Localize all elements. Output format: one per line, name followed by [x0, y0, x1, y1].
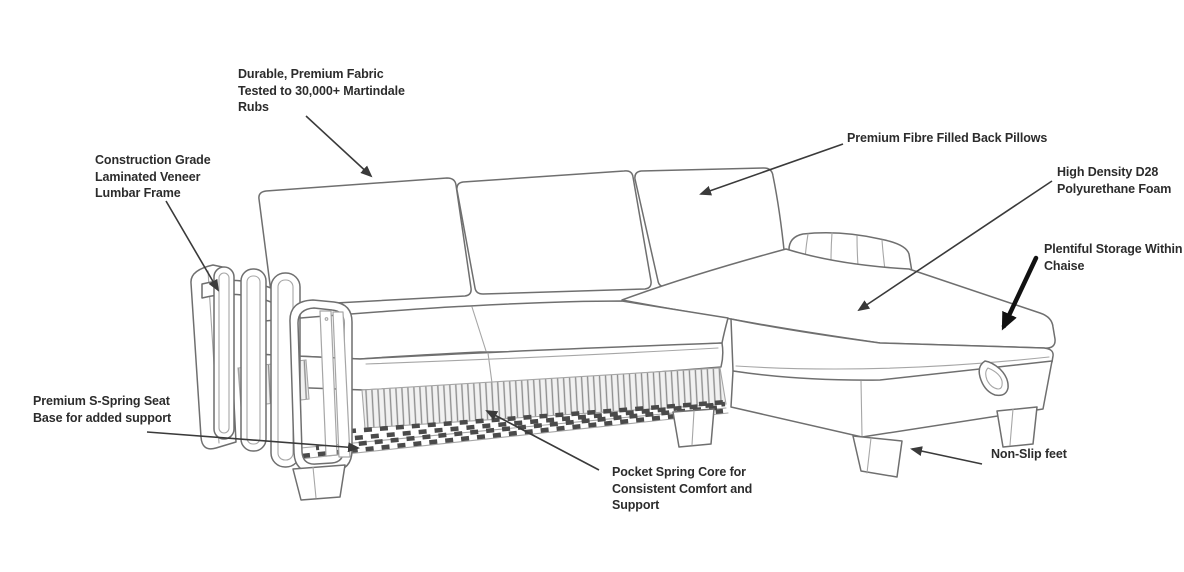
- label-foam: High Density D28 Polyurethane Foam: [1057, 165, 1172, 196]
- label-back-pillows: Premium Fibre Filled Back Pillows: [847, 131, 1048, 145]
- arrow-durable-fabric: [305, 115, 373, 178]
- back-cushions: [258, 167, 787, 307]
- label-pocket-spring: Pocket Spring Core for Consistent Comfor…: [612, 465, 753, 512]
- arrow-foam: [857, 180, 1053, 312]
- label-s-spring: Premium S-Spring Seat Base for added sup…: [33, 394, 172, 425]
- arrow-storage: [1001, 255, 1039, 331]
- arrow-non-slip-feet: [910, 446, 983, 465]
- arrow-pocket-spring: [485, 410, 600, 471]
- frame-rib: [213, 266, 235, 440]
- label-durable-fabric: Durable, Premium Fabric Tested to 30,000…: [238, 67, 405, 114]
- annotation-arrows: [146, 115, 1053, 471]
- chaise: [621, 248, 1056, 438]
- sofa-feet: [292, 406, 1038, 501]
- frame-rib: [240, 268, 267, 452]
- seat-cushions: [251, 300, 729, 391]
- arrow-lumbar-frame: [165, 200, 220, 292]
- storage-handle: [978, 360, 1009, 397]
- label-non-slip-feet: Non-Slip feet: [991, 447, 1067, 461]
- arrow-s-spring: [146, 431, 360, 453]
- arrow-back-pillows: [699, 143, 844, 196]
- label-lumbar-frame: Construction Grade Laminated Veneer Lumb…: [95, 153, 211, 200]
- left-arm-frame: [190, 264, 353, 473]
- label-storage: Plentiful Storage Within Chaise: [1044, 242, 1183, 273]
